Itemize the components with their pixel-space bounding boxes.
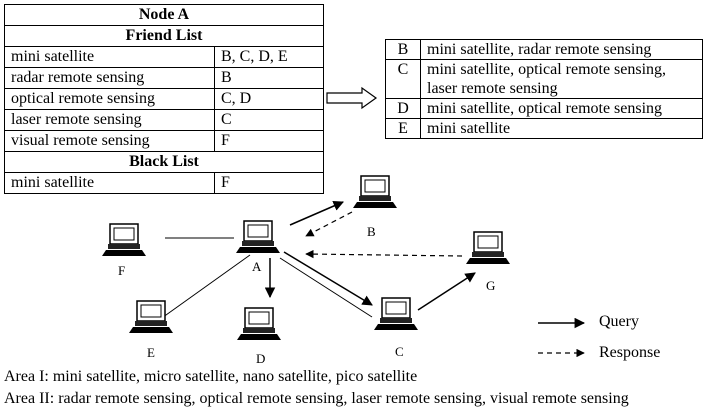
link-a-e [151, 254, 251, 326]
node-label-b: B [367, 224, 376, 239]
map-services: mini satellite [420, 118, 703, 139]
query-a-c [283, 251, 373, 306]
link-a-c [279, 257, 373, 318]
node-label-c: C [395, 344, 404, 359]
legend-query-label: Query [599, 313, 639, 330]
response-g-a [305, 249, 463, 259]
computer-g-icon [465, 231, 511, 265]
black-list-header: Black List [4, 151, 324, 173]
node-label-e: E [147, 345, 155, 360]
legend-response-label: Response [599, 344, 661, 361]
map-services: mini satellite, optical remote sensing [420, 98, 703, 119]
query-a-b [289, 200, 344, 226]
friend-service: optical remote sensing [4, 88, 215, 110]
area-2-text: Area II: radar remote sensing, optical r… [4, 390, 629, 407]
node-label-f: F [118, 263, 125, 278]
node-label-d: D [256, 351, 265, 366]
mapping-arrow-icon [326, 86, 378, 110]
friend-service: radar remote sensing [4, 67, 215, 89]
area-1-text: Area I: mini satellite, micro satellite,… [4, 368, 418, 385]
black-nodes: F [214, 172, 324, 194]
computer-f-icon [101, 223, 147, 257]
node-label-g: G [486, 278, 495, 293]
computer-a-icon [235, 220, 281, 254]
computer-e-icon [128, 300, 174, 334]
friend-service: laser remote sensing [4, 109, 215, 131]
computer-c-icon [373, 297, 419, 331]
map-services: mini satellite, radar remote sensing [420, 39, 703, 60]
node-label-a: A [252, 259, 262, 274]
map-services: mini satellite, optical remote sensing, … [420, 59, 703, 99]
black-service: mini satellite [4, 172, 215, 194]
computer-b-icon [352, 175, 398, 209]
query-c-g [417, 272, 476, 311]
computer-d-icon [236, 307, 282, 341]
